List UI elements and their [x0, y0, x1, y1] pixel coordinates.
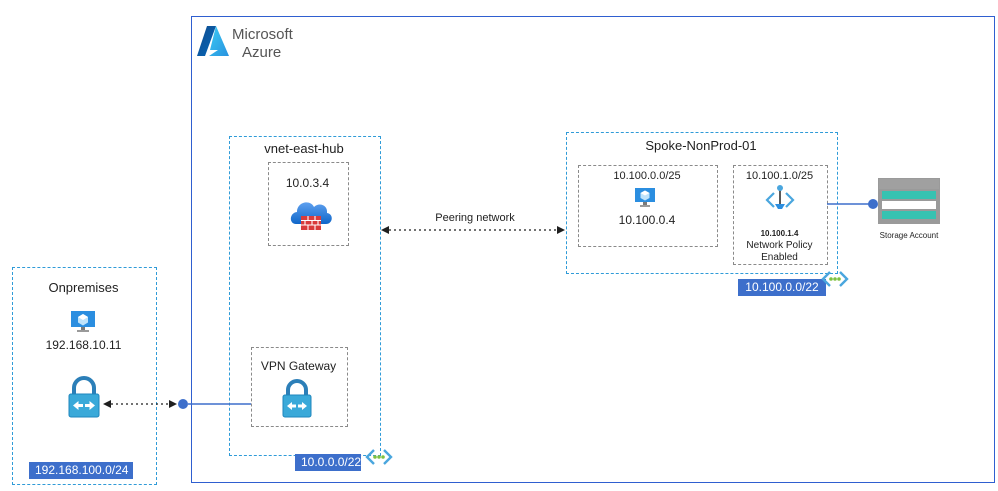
azure-brand-line2: Azure — [242, 44, 282, 61]
spoke-vnet-name: Spoke-NonProd-01 — [645, 138, 757, 153]
vpn-gateway-lock-icon — [282, 379, 312, 418]
spoke-vm-ip: 10.100.0.4 — [618, 213, 676, 227]
firewall-ip: 10.0.3.4 — [285, 176, 330, 190]
onprem-name: Onpremises — [48, 280, 119, 295]
spoke-vm-monitor-icon — [635, 188, 655, 207]
spoke-subnet-1 — [578, 165, 718, 247]
spoke-vnet — [566, 132, 838, 274]
azure-boundary — [191, 16, 995, 483]
onprem-vm-monitor-icon — [71, 311, 95, 332]
peering-label: Peering network — [435, 212, 515, 224]
firewall-subnet — [268, 162, 349, 246]
spoke-subnet-2-cidr: 10.100.1.0/25 — [745, 170, 814, 182]
private-endpoint-ip: 10.100.1.4 — [760, 229, 799, 238]
hub-vnet-name: vnet-east-hub — [264, 141, 344, 156]
onprem-vpn-lock-icon — [68, 376, 100, 418]
spoke-cidr-tag: 10.100.0.0/22 — [738, 279, 826, 296]
hub-vnet-icon — [365, 449, 393, 465]
azure-logo-icon — [197, 26, 229, 56]
hub-cidr-tag: 10.0.0.0/22 — [295, 454, 361, 471]
vpn-gateway-label: VPN Gateway — [260, 359, 337, 373]
onprem-cidr-tag: 192.168.100.0/24 — [29, 462, 133, 479]
spoke-subnet-1-cidr: 10.100.0.0/25 — [613, 170, 681, 182]
firewall-icon — [290, 202, 332, 230]
vpn-gateway-subnet — [251, 347, 348, 427]
private-endpoint-icon — [765, 185, 795, 209]
onprem-vm-ip: 192.168.10.11 — [45, 338, 122, 352]
spoke-subnet-2 — [733, 165, 828, 265]
storage-account-label: Storage Account — [879, 231, 939, 240]
network-policy-line2: Enabled — [761, 252, 798, 263]
spoke-vnet-icon — [821, 271, 849, 287]
onprem-network — [12, 267, 157, 485]
network-policy-line1: Network Policy — [746, 240, 813, 251]
storage-account-icon — [878, 178, 940, 224]
azure-brand-line1: Microsoft — [232, 26, 293, 43]
